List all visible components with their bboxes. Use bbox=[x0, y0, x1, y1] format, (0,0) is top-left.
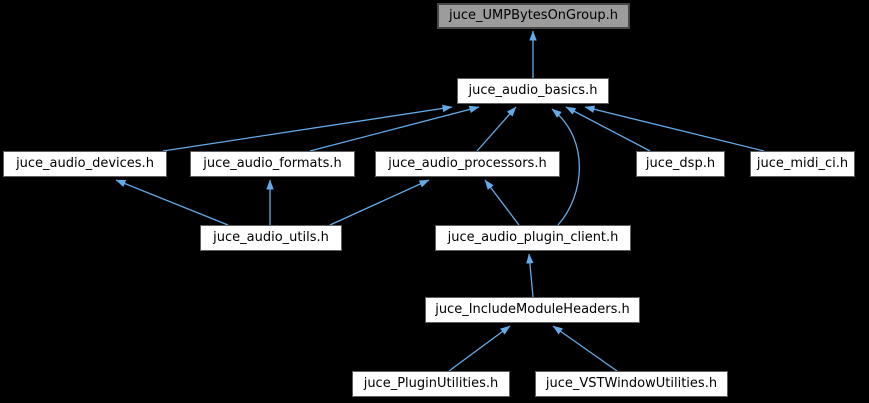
node-juce_dsp[interactable]: juce_dsp.h bbox=[636, 151, 725, 177]
edge-juce_audio_processors-to-juce_audio_basics bbox=[476, 106, 517, 152]
node-label: juce_audio_plugin_client.h bbox=[447, 230, 619, 245]
edge-juce_IncludeModuleHeaders-to-juce_audio_plugin_client bbox=[526, 253, 534, 298]
node-juce_audio_devices[interactable]: juce_audio_devices.h bbox=[3, 151, 167, 177]
edge-juce_midi_ci-to-juce_audio_basics bbox=[584, 105, 765, 152]
node-label: juce_audio_formats.h bbox=[203, 156, 342, 171]
edge-juce_audio_plugin_client-to-juce_audio_basics bbox=[551, 108, 580, 226]
node-label: juce_PluginUtilities.h bbox=[363, 376, 499, 391]
edge-juce_audio_devices-to-juce_audio_basics bbox=[162, 104, 453, 152]
node-label: juce_audio_processors.h bbox=[388, 156, 547, 171]
node-juce_audio_utils[interactable]: juce_audio_utils.h bbox=[200, 225, 342, 251]
node-juce_audio_plugin_client[interactable]: juce_audio_plugin_client.h bbox=[435, 225, 631, 251]
node-juce_IncludeModuleHeaders[interactable]: juce_IncludeModuleHeaders.h bbox=[425, 297, 640, 323]
node-juce_audio_basics[interactable]: juce_audio_basics.h bbox=[457, 78, 609, 104]
edge-juce_VSTWindowUtilities-to-juce_IncludeModuleHeaders bbox=[552, 325, 618, 372]
edge-juce_PluginUtilities-to-juce_IncludeModuleHeaders bbox=[448, 325, 511, 372]
edge-juce_dsp-to-juce_audio_basics bbox=[565, 106, 651, 152]
edge-juce_audio_utils-to-juce_audio_processors bbox=[329, 179, 430, 226]
node-juce_audio_formats[interactable]: juce_audio_formats.h bbox=[190, 151, 355, 177]
node-label: juce_dsp.h bbox=[645, 156, 716, 171]
node-juce_UMPBytesOnGroup: juce_UMPBytesOnGroup.h bbox=[437, 3, 630, 29]
edge-juce_audio_utils-to-juce_audio_devices bbox=[115, 179, 229, 226]
node-label: juce_audio_devices.h bbox=[16, 156, 154, 171]
node-label: juce_audio_utils.h bbox=[213, 230, 329, 245]
node-juce_VSTWindowUtilities[interactable]: juce_VSTWindowUtilities.h bbox=[535, 371, 728, 397]
node-label: juce_IncludeModuleHeaders.h bbox=[435, 302, 630, 317]
node-label: juce_UMPBytesOnGroup.h bbox=[449, 8, 618, 23]
node-juce_audio_processors[interactable]: juce_audio_processors.h bbox=[375, 151, 560, 177]
node-juce_PluginUtilities[interactable]: juce_PluginUtilities.h bbox=[352, 371, 510, 397]
node-label: juce_midi_ci.h bbox=[756, 156, 849, 171]
node-juce_midi_ci[interactable]: juce_midi_ci.h bbox=[750, 151, 855, 177]
node-label: juce_audio_basics.h bbox=[468, 83, 598, 98]
node-label: juce_VSTWindowUtilities.h bbox=[545, 376, 718, 391]
edge-juce_audio_plugin_client-to-juce_audio_processors bbox=[484, 179, 520, 226]
edge-juce_audio_formats-to-juce_audio_basics bbox=[309, 105, 480, 152]
